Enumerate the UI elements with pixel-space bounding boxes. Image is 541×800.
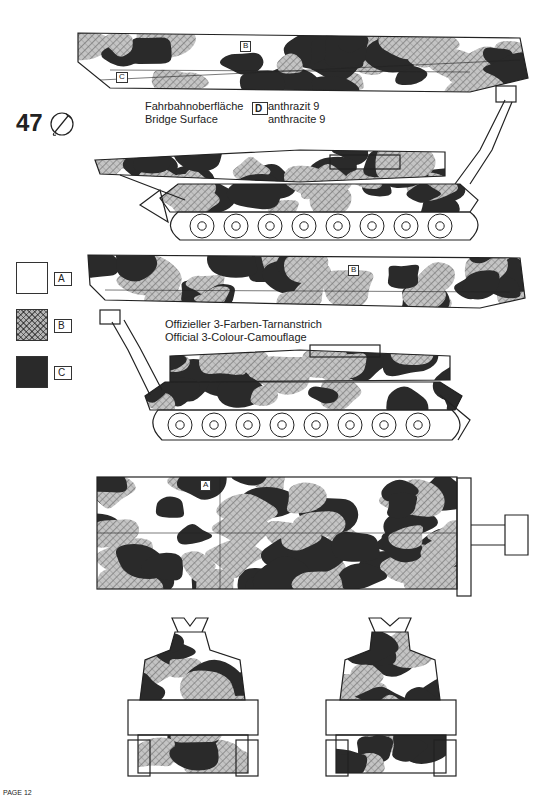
legend-letter: C	[54, 366, 72, 380]
step-number: 47	[16, 110, 43, 136]
color-swatch	[16, 356, 48, 388]
caption-text: anthracite 9	[268, 113, 325, 125]
caption-text: anthrazit 9	[268, 100, 319, 112]
color-callout: B	[240, 41, 251, 52]
caption-text: Fahrbahnoberfläche	[145, 100, 243, 112]
legend-letter: B	[54, 319, 72, 333]
caption-text: Bridge Surface	[145, 113, 218, 125]
color-swatch	[16, 309, 48, 341]
caption-text: Official 3-Colour-Camouflage	[165, 331, 307, 343]
color-callout: C	[116, 72, 128, 83]
color-swatch	[16, 262, 48, 294]
color-callout: B	[348, 265, 359, 276]
caption-text: PAGE 12	[3, 789, 32, 797]
caption-text: Offizieller 3-Farben-Tarnanstrich	[165, 318, 322, 330]
legend-letter: A	[54, 272, 72, 286]
color-callout: D	[252, 102, 268, 115]
color-callout: A	[200, 480, 211, 491]
